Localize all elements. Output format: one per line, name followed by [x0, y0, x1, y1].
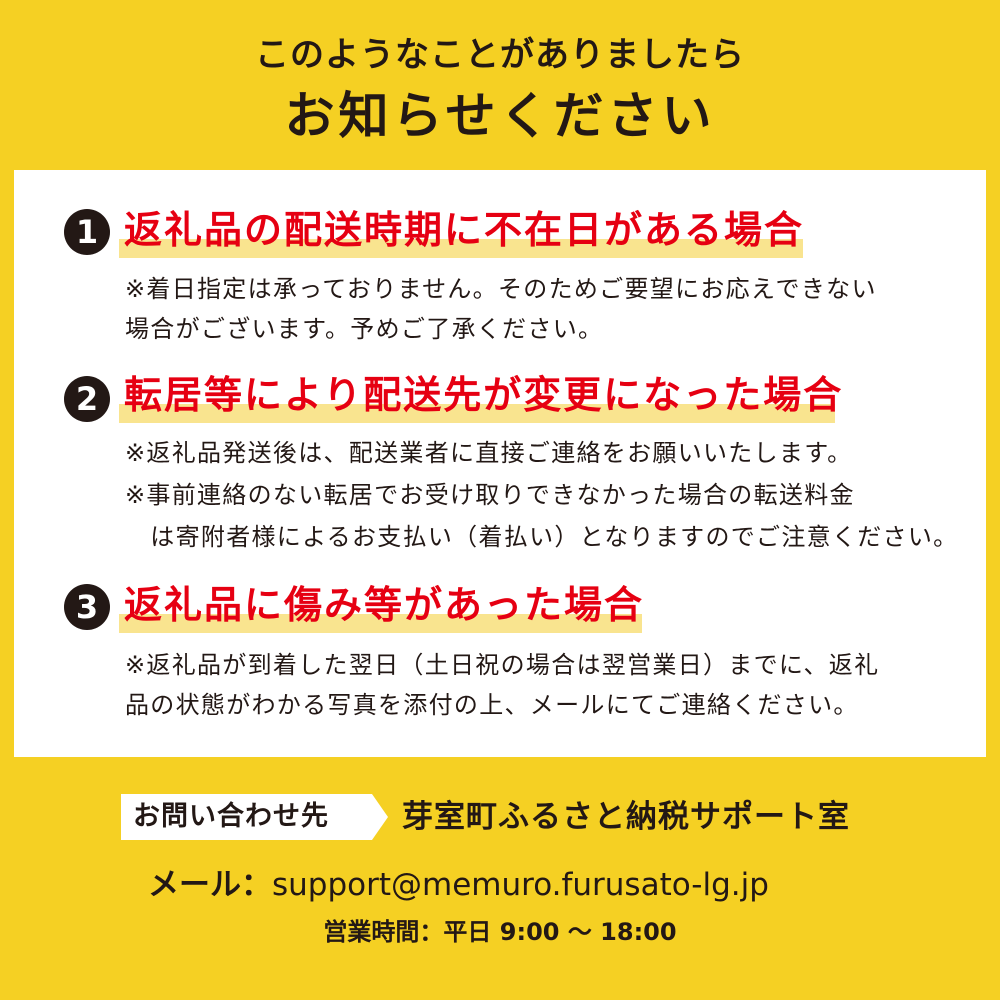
- email-address[interactable]: support@memuro.furusato-lg.jp: [272, 867, 769, 903]
- notice-text-line: 品の状態がわかる写真を添付の上、メールにてご連絡ください。: [125, 691, 859, 719]
- notice-heading-2: 転居等により配送先が変更になった場合: [124, 373, 844, 417]
- notice-text-line: は寄附者様によるお支払い（着払い）となりますのでご注意ください。: [125, 523, 959, 551]
- header-title: お知らせください: [284, 87, 716, 145]
- heading-highlight: [119, 239, 803, 258]
- notice-heading-1: 返礼品の配送時期に不在日がある場合: [124, 208, 805, 252]
- number-badge-3: 3: [64, 584, 110, 630]
- contact-email-row: メール：support@memuro.furusato-lg.jp: [148, 860, 769, 910]
- heading-highlight: [119, 404, 835, 423]
- notice-text-line: 場合がございます。予めご了承ください。: [125, 315, 604, 343]
- number-badge-2: 2: [64, 376, 110, 422]
- email-label: メール：: [148, 867, 272, 903]
- heading-highlight: [119, 614, 642, 633]
- notice-text-line: ※返礼品が到着した翌日（土日祝の場合は翌営業日）までに、返礼: [125, 651, 880, 679]
- notice-heading-3: 返礼品に傷み等があった場合: [124, 583, 645, 627]
- notice-panel: 1 返礼品の配送時期に不在日がある場合 ※着日指定は承っておりません。そのためご…: [14, 170, 986, 757]
- notice-text-line: ※返礼品発送後は、配送業者に直接ご連絡をお願いいたします。: [125, 439, 853, 467]
- business-hours: 営業時間：平日 9:00 ～ 18:00: [323, 918, 677, 946]
- contact-organization: 芽室町ふるさと納税サポート室: [402, 799, 850, 835]
- contact-label: お問い合わせ先: [133, 801, 329, 832]
- header-subtitle: このようなことがありましたら: [255, 35, 745, 75]
- number-badge-1: 1: [64, 209, 110, 255]
- contact-label-tag: お問い合わせ先: [121, 794, 388, 840]
- notice-text-line: ※事前連絡のない転居でお受け取りできなかった場合の転送料金: [125, 481, 855, 509]
- notice-text-line: ※着日指定は承っておりません。そのためご要望にお応えできない: [125, 275, 877, 303]
